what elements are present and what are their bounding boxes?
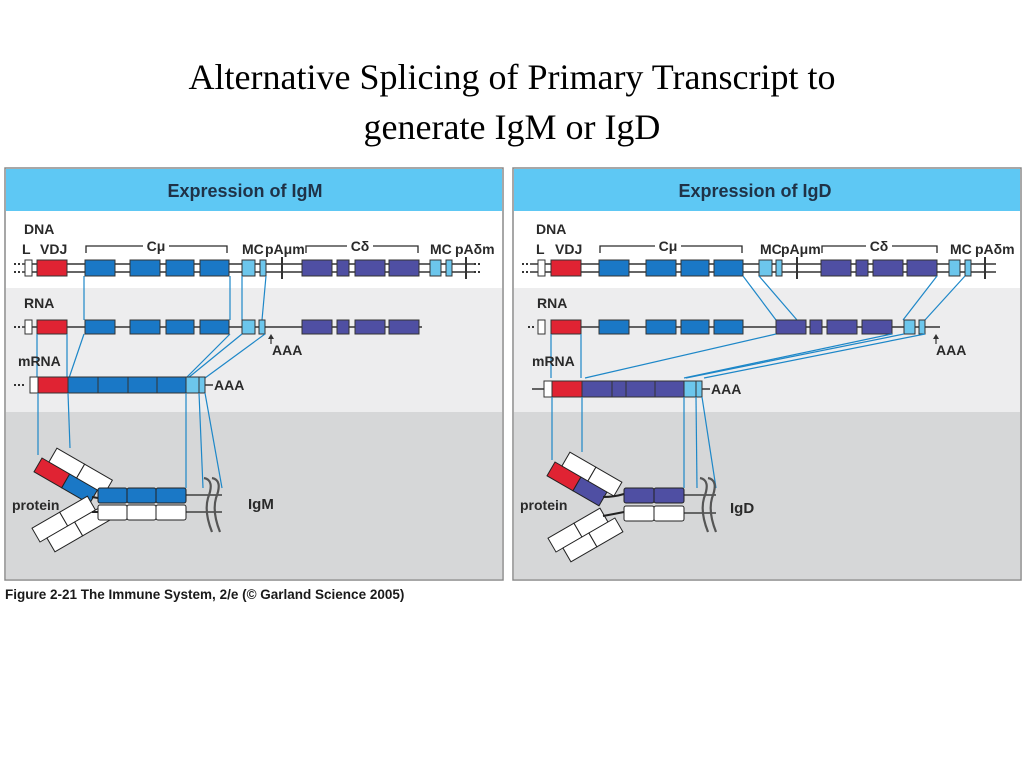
rna-polya-label: AAA [936, 342, 966, 358]
figure-caption: Figure 2-21 The Immune System, 2/e (© Ga… [5, 587, 404, 602]
mrna-polya-label: AAA [214, 377, 244, 393]
protein-label: protein [12, 497, 59, 513]
rna-label: RNA [537, 295, 567, 311]
pa-mu-label: pAμm [781, 241, 821, 257]
pa-delta-label: pAδm [455, 241, 495, 257]
mrna-polya-label: AAA [711, 381, 741, 397]
mc-mu-label: MC [242, 241, 264, 257]
c-mu-label: Cμ [147, 238, 166, 254]
dna-label: DNA [536, 221, 566, 237]
dna-track [14, 257, 482, 279]
leader-label: L [22, 241, 31, 257]
protein-label: protein [520, 497, 567, 513]
mrna-track [14, 376, 213, 394]
panel-igd-header [514, 169, 1020, 211]
panel-igd-title: Expression of IgD [678, 181, 831, 201]
mc-mu-label: MC [760, 241, 782, 257]
panel-igd: Expression of IgD DNA L VDJ Cμ MC pAμm C… [512, 167, 1022, 581]
c-mu-label: Cμ [659, 238, 678, 254]
igd-light-chain-arm [547, 507, 624, 563]
igm-protein-diagram [31, 447, 222, 553]
c-delta-label: Cδ [351, 238, 370, 254]
mc-delta-label: MC [950, 241, 972, 257]
rna-polya-label: AAA [272, 342, 302, 358]
slide-title: Alternative Splicing of Primary Transcri… [0, 52, 1024, 152]
vdj-label: VDJ [555, 241, 582, 257]
pa-delta-label: pAδm [975, 241, 1015, 257]
rna-track [14, 319, 422, 344]
dna-label: DNA [24, 221, 54, 237]
rna-label: RNA [24, 295, 54, 311]
mc-delta-label: MC [430, 241, 452, 257]
slide-title-line-2: generate IgM or IgD [363, 107, 661, 147]
slide-title-line-1: Alternative Splicing of Primary Transcri… [188, 57, 836, 97]
panel-igm-title: Expression of IgM [167, 181, 322, 201]
panel-igm: Expression of IgM DNA L VDJ Cμ MC pAμm C… [4, 167, 504, 581]
igd-label: IgD [730, 500, 754, 517]
igd-heavy-chain-arm [546, 451, 623, 507]
mrna-track [532, 380, 710, 398]
mrna-label: mRNA [18, 353, 61, 369]
dna-track [522, 257, 996, 279]
c-delta-label: Cδ [870, 238, 889, 254]
panel-igm-header [6, 169, 502, 211]
mrna-label: mRNA [532, 353, 575, 369]
leader-label: L [536, 241, 545, 257]
pa-mu-label: pAμm [265, 241, 305, 257]
igm-label: IgM [248, 496, 274, 513]
rna-track [528, 319, 940, 344]
igm-heavy-chain-arm [33, 447, 114, 505]
igd-protein-diagram [546, 451, 718, 563]
vdj-label: VDJ [40, 241, 67, 257]
